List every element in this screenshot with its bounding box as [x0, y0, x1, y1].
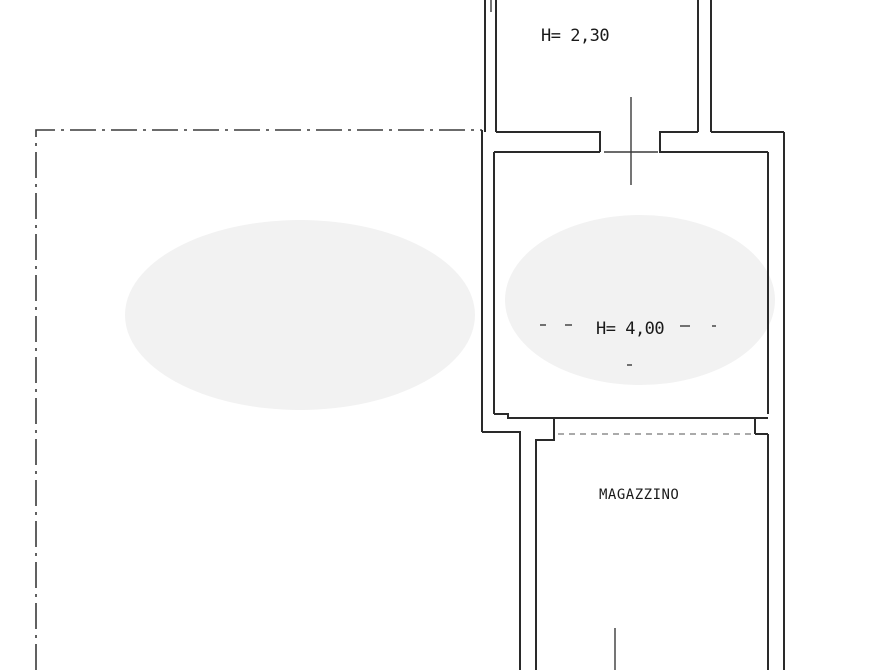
middle-room-height-label: H= 4,00 — [596, 319, 664, 339]
top-middle-partition — [494, 97, 784, 185]
middle-room-walls — [481, 130, 785, 670]
magazzino-label: MAGAZZINO — [599, 487, 679, 503]
top-room-walls — [484, 0, 712, 132]
watermark — [125, 215, 775, 410]
top-room-height-label: H= 2,30 — [541, 26, 609, 46]
property-boundary — [35, 129, 482, 670]
dimension-marks — [540, 324, 716, 366]
middle-bottom-partition — [535, 418, 769, 670]
